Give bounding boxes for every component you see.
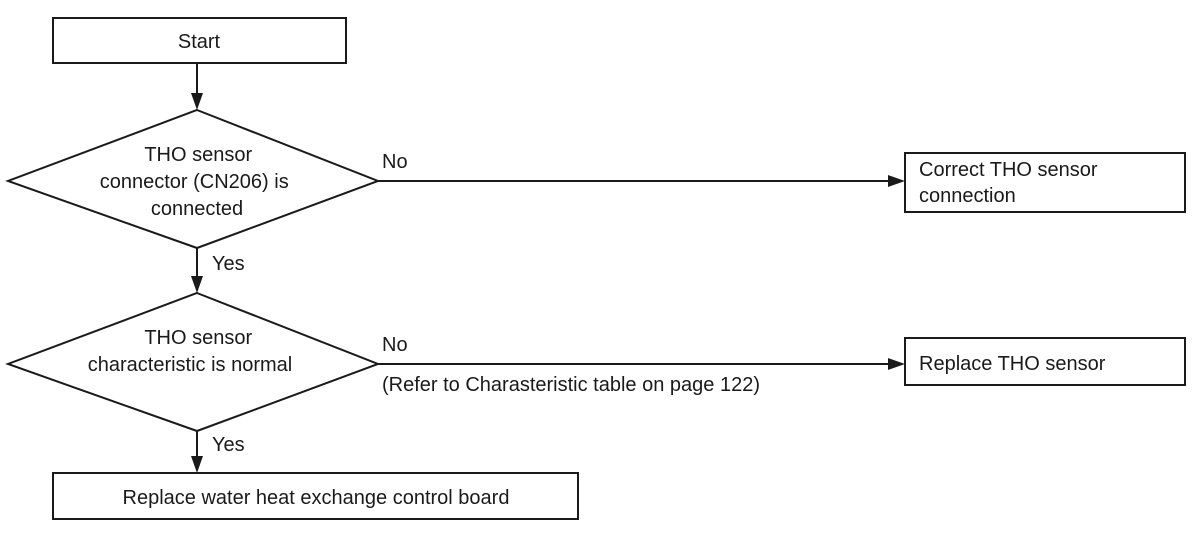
decision1-label-line3: connected <box>151 198 243 220</box>
decision2-no-label: No <box>382 334 408 356</box>
decision2-label-line1: THO sensor <box>144 327 252 349</box>
decision2-yes-arrowhead <box>191 456 203 473</box>
start-to-decision1-arrowhead <box>191 93 203 110</box>
decision1-label-line2: connector (CN206) is <box>100 171 289 193</box>
decision1-yes-arrowhead <box>191 276 203 293</box>
decision2-no-arrowhead <box>888 358 905 370</box>
replace-board-box <box>52 472 579 520</box>
decision1-label-line1: THO sensor <box>144 144 252 166</box>
correct-connection-line2: connection <box>919 185 1016 207</box>
decision2-yes-label: Yes <box>212 434 245 456</box>
correct-connection-line1: Correct THO sensor <box>919 159 1098 181</box>
connectors <box>191 63 905 473</box>
start-box <box>52 17 347 64</box>
decision1-label: THO sensor connector (CN206) is connecte… <box>100 144 295 220</box>
replace-board-label: Replace water heat exchange control boar… <box>123 487 510 509</box>
decision2-label: THO sensor characteristic is normal <box>88 327 293 376</box>
correct-connection-box <box>904 152 1186 213</box>
start-label: Start <box>178 31 221 53</box>
correct-connection-label: Correct THO sensor connection <box>919 159 1103 207</box>
decision1-no-label: No <box>382 151 408 173</box>
replace-sensor-label: Replace THO sensor <box>919 353 1106 375</box>
decision2-diamond <box>5 291 381 433</box>
decision2-label-line2: characteristic is normal <box>88 354 293 376</box>
decision1-no-arrowhead <box>888 175 905 187</box>
decision1-diamond <box>5 108 381 250</box>
decision2-note: (Refer to Charasteristic table on page 1… <box>382 374 760 396</box>
decision1-yes-label: Yes <box>212 253 245 275</box>
replace-sensor-box <box>904 337 1186 386</box>
